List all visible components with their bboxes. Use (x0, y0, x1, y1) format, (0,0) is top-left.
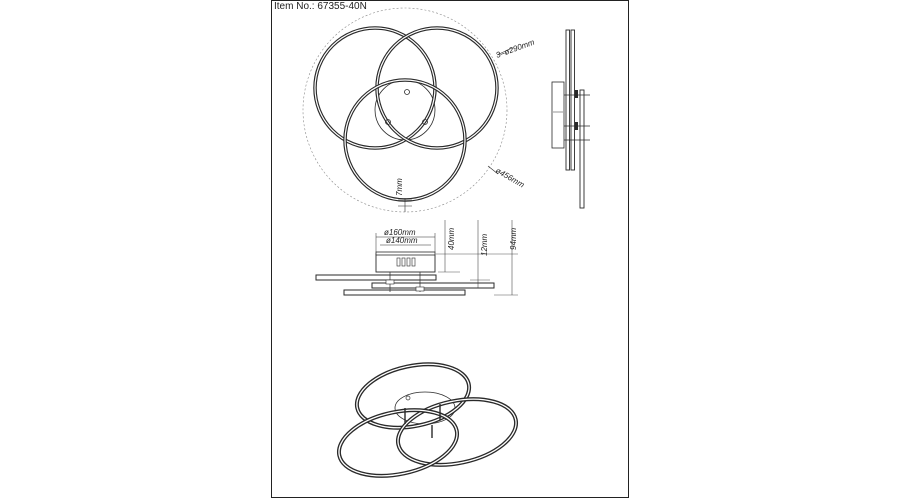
leader-line (496, 47, 513, 56)
canopy-outer-label: ø160mm (384, 228, 416, 237)
perspective-view (336, 362, 519, 478)
canopy-cap (375, 251, 436, 256)
front-joint (385, 279, 395, 285)
item-number-label: Item No.: 67355-40N (274, 1, 367, 12)
canopy-height-label: 40mm (447, 227, 456, 250)
ring-side-3 (579, 89, 585, 209)
ring-perspective-front (336, 408, 460, 478)
ring-front-2 (371, 282, 495, 289)
overall-diameter-label: ø456mm (494, 166, 526, 190)
ring-perspective-back (354, 362, 472, 430)
side-joint (575, 90, 578, 98)
canopy-top-circle (374, 79, 436, 141)
top-view: 3–ø290mm ø456mm 7mm (302, 7, 536, 213)
front-view: ø160mm ø140mm 40mm 12mm 94mm (315, 220, 518, 296)
side-view (551, 29, 590, 209)
ring-offset-label: 7mm (395, 178, 404, 196)
mount-screw (405, 395, 411, 401)
ring-gap-label: 12mm (480, 233, 489, 256)
terminal-block (396, 257, 416, 267)
canopy-inner-label: ø140mm (386, 236, 418, 245)
overall-outline-circle (302, 7, 508, 213)
canopy-side (551, 81, 565, 149)
ring-perspective-right (395, 397, 519, 467)
ring-front-1 (315, 274, 437, 281)
front-joint (415, 286, 425, 292)
ring-side-1 (565, 29, 570, 171)
ring-side-2 (570, 29, 575, 171)
mount-screw (385, 119, 391, 125)
ring-diameter-label: 3–ø290mm (495, 37, 536, 59)
ring-front-3 (343, 289, 466, 296)
canopy-front (375, 253, 436, 273)
mount-screw (404, 89, 410, 95)
total-height-label: 94mm (509, 227, 518, 250)
mount-screw (422, 119, 428, 125)
leader-line (487, 165, 499, 175)
side-joint (575, 122, 578, 130)
